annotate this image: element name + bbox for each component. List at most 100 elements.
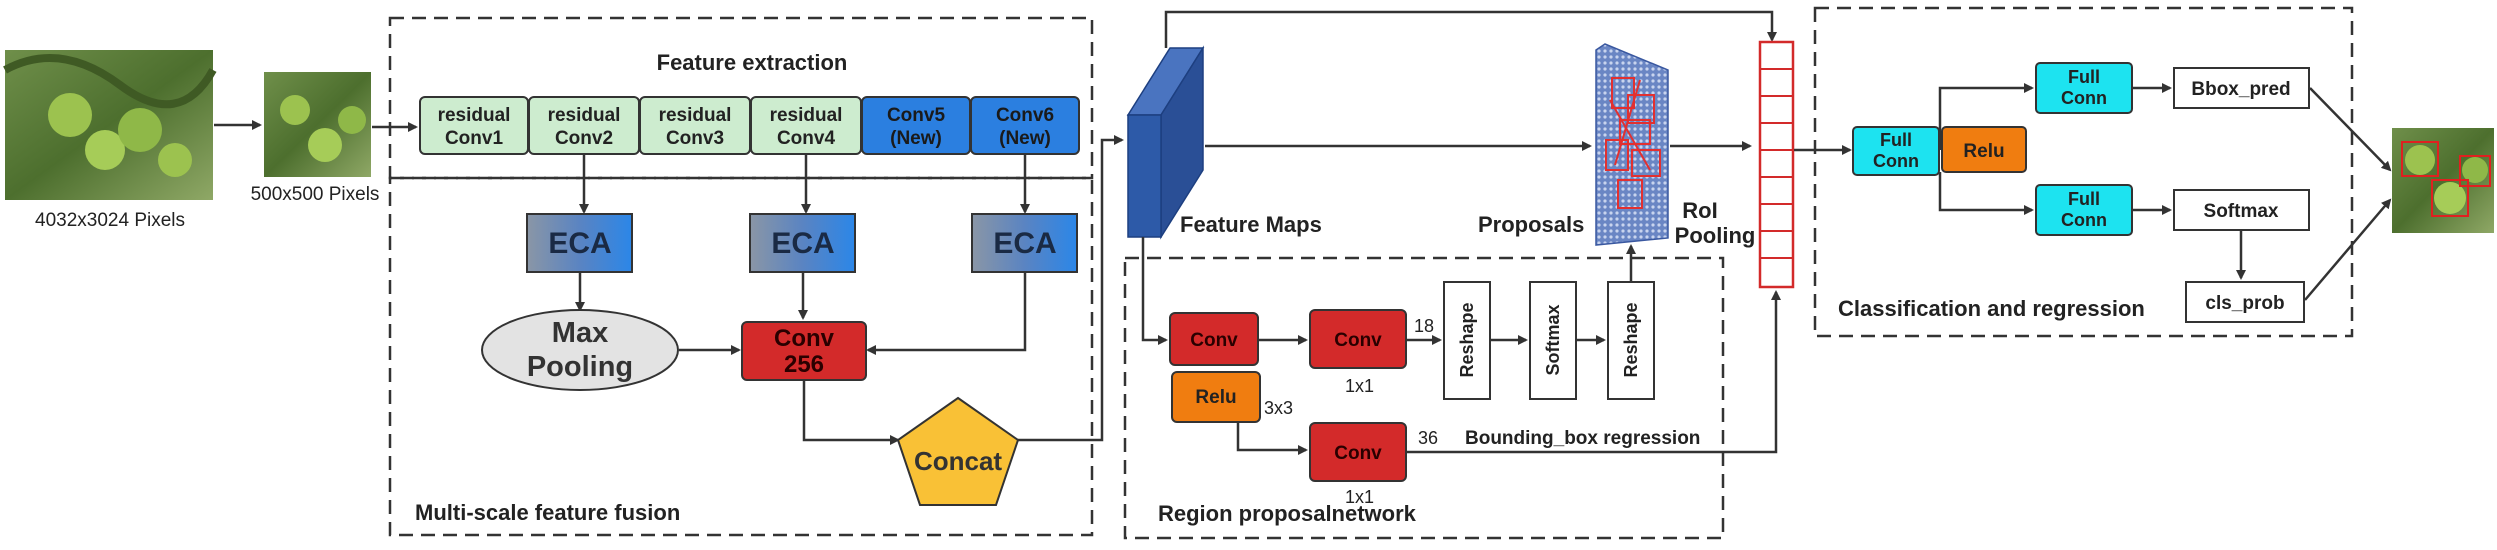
rpn-softmax: Softmax (1529, 281, 1577, 400)
roi-pooling-column (1758, 40, 1795, 289)
feature-extraction-label: Feature extraction (657, 50, 848, 75)
multi-scale-label: Multi-scale feature fusion (415, 500, 680, 525)
block-residual-conv1-line1: residual (438, 105, 511, 126)
block-residual-conv2-line1: residual (548, 105, 621, 126)
multi-scale-fusion-region (388, 176, 1094, 537)
rpn-label: Region proposalnetwork (1158, 501, 1417, 526)
rpn-channels-36: 36 (1418, 428, 1438, 448)
eca-block-3: ECA (971, 213, 1078, 273)
rpn-softmax-label: Softmax (1543, 304, 1563, 375)
feature-extraction-region (388, 16, 1094, 180)
rpn-kernel-3x3: 3x3 (1264, 398, 1293, 418)
resized-image (264, 72, 371, 177)
arrow-eca3-conv256 (866, 273, 1027, 355)
arrow-fc-to-fc-bbox (1938, 83, 2034, 150)
full-conn-main-line1: Full (1880, 130, 1912, 150)
arrow-concat-feature-maps (1018, 135, 1124, 442)
block-residual-conv4-line1: residual (770, 105, 843, 126)
arrow-conv256-concat (802, 381, 900, 445)
detection-boxes (2401, 141, 2491, 217)
feature-maps-slab (1126, 45, 1205, 240)
eca-block-1: ECA (526, 213, 633, 273)
rpn-reshape-1-label: Reshape (1457, 302, 1477, 377)
roi-label-line2: Pooling (1675, 223, 1756, 248)
rpn-region (1123, 256, 1725, 540)
classification-region (1813, 6, 2354, 338)
block-conv6-new: Conv6 (New) (970, 96, 1080, 155)
feature-maps-label: Feature Maps (1180, 212, 1322, 237)
full-conn-main: Full Conn (1852, 126, 1940, 176)
block-conv5-line2: (New) (890, 128, 942, 149)
rpn-conv-bbox: Conv (1309, 422, 1407, 482)
head-softmax-box: Softmax (2173, 189, 2310, 231)
arrow-feature-to-roi-top (1164, 10, 1777, 48)
block-residual-conv3: residual Conv3 (639, 96, 751, 155)
roi-label-line1: RoI (1682, 198, 1717, 223)
arrow-bboxpred-output (2309, 87, 2392, 172)
proposal-boxes (1605, 77, 1661, 209)
rpn-reshape-1: Reshape (1443, 281, 1491, 400)
classification-label: Classification and regression (1838, 296, 2145, 321)
block-residual-conv1-line2: Conv1 (445, 128, 504, 149)
full-conn-cls-line2: Conn (2061, 210, 2107, 230)
block-conv5-line1: Conv5 (887, 105, 946, 126)
output-image (2392, 128, 2494, 233)
proposals-map (1595, 43, 1669, 246)
head-relu: Relu (1941, 126, 2027, 173)
block-residual-conv4-line2: Conv4 (777, 128, 836, 149)
eca-label-2: ECA (771, 227, 834, 260)
input-caption: 4032x3024 Pixels (35, 210, 185, 231)
full-conn-cls-line1: Full (2068, 189, 2100, 209)
rpn-conv-cls: Conv (1309, 309, 1407, 369)
block-residual-conv4: residual Conv4 (750, 96, 862, 155)
full-conn-main-line2: Conn (1873, 151, 1919, 171)
eca-block-2: ECA (749, 213, 856, 273)
block-conv6-line1: Conv6 (996, 105, 1054, 126)
concat-node: Concat (896, 396, 1020, 506)
rpn-channels-18: 18 (1414, 316, 1434, 336)
conv256-line2: 256 (784, 351, 824, 378)
proposals-label: Proposals (1478, 212, 1584, 237)
input-image (3, 50, 217, 200)
rpn-reshape-2-label: Reshape (1621, 302, 1641, 377)
eca-label-1: ECA (548, 227, 611, 260)
cls-prob-box: cls_prob (2185, 281, 2305, 323)
head-relu-label: Relu (1963, 141, 2004, 162)
block-conv5-new: Conv5 (New) (861, 96, 971, 155)
arrow-clsprob-output (2304, 198, 2392, 301)
rpn-kernel-1x1-b: 1x1 (1345, 487, 1374, 507)
backbone-row: residual Conv1 residual Conv2 residual C… (419, 96, 1080, 155)
block-residual-conv2: residual Conv2 (528, 96, 640, 155)
block-residual-conv2-line2: Conv2 (555, 128, 613, 149)
full-conn-cls: Full Conn (2035, 184, 2133, 236)
block-residual-conv3-line1: residual (659, 105, 732, 126)
rpn-conv-bbox-label: Conv (1334, 443, 1382, 464)
block-conv6-line2: (New) (999, 128, 1051, 149)
cls-prob-label: cls_prob (2205, 293, 2284, 314)
conv256-line1: Conv (774, 325, 835, 352)
rpn-conv-3x3: Conv (1169, 312, 1259, 366)
resized-caption: 500x500 Pixels (251, 184, 380, 205)
block-residual-conv3-line2: Conv3 (666, 128, 724, 149)
concat-label: Concat (914, 446, 1002, 476)
maxpool-line2: Pooling (527, 351, 633, 383)
full-conn-bbox-line2: Conn (2061, 88, 2107, 108)
rpn-reshape-2: Reshape (1607, 281, 1655, 400)
rpn-relu-label: Relu (1195, 387, 1236, 408)
conv256-block: Conv 256 (741, 321, 867, 381)
full-conn-bbox: Full Conn (2035, 62, 2133, 114)
block-residual-conv1: residual Conv1 (419, 96, 529, 155)
eca-label-3: ECA (993, 227, 1056, 260)
max-pooling-node: Max Pooling (481, 309, 679, 391)
arrow-feature-rpn (1141, 237, 1168, 345)
rpn-conv-3x3-label: Conv (1190, 330, 1238, 351)
arrow-relu-conv-bbox (1236, 423, 1308, 455)
head-softmax-label: Softmax (2204, 201, 2279, 222)
maxpool-line1: Max (552, 317, 608, 349)
rpn-relu: Relu (1171, 371, 1261, 423)
arrow-bbox-to-roi (1407, 290, 1781, 454)
rpn-conv-cls-label: Conv (1334, 330, 1382, 351)
full-conn-bbox-line1: Full (2068, 67, 2100, 87)
